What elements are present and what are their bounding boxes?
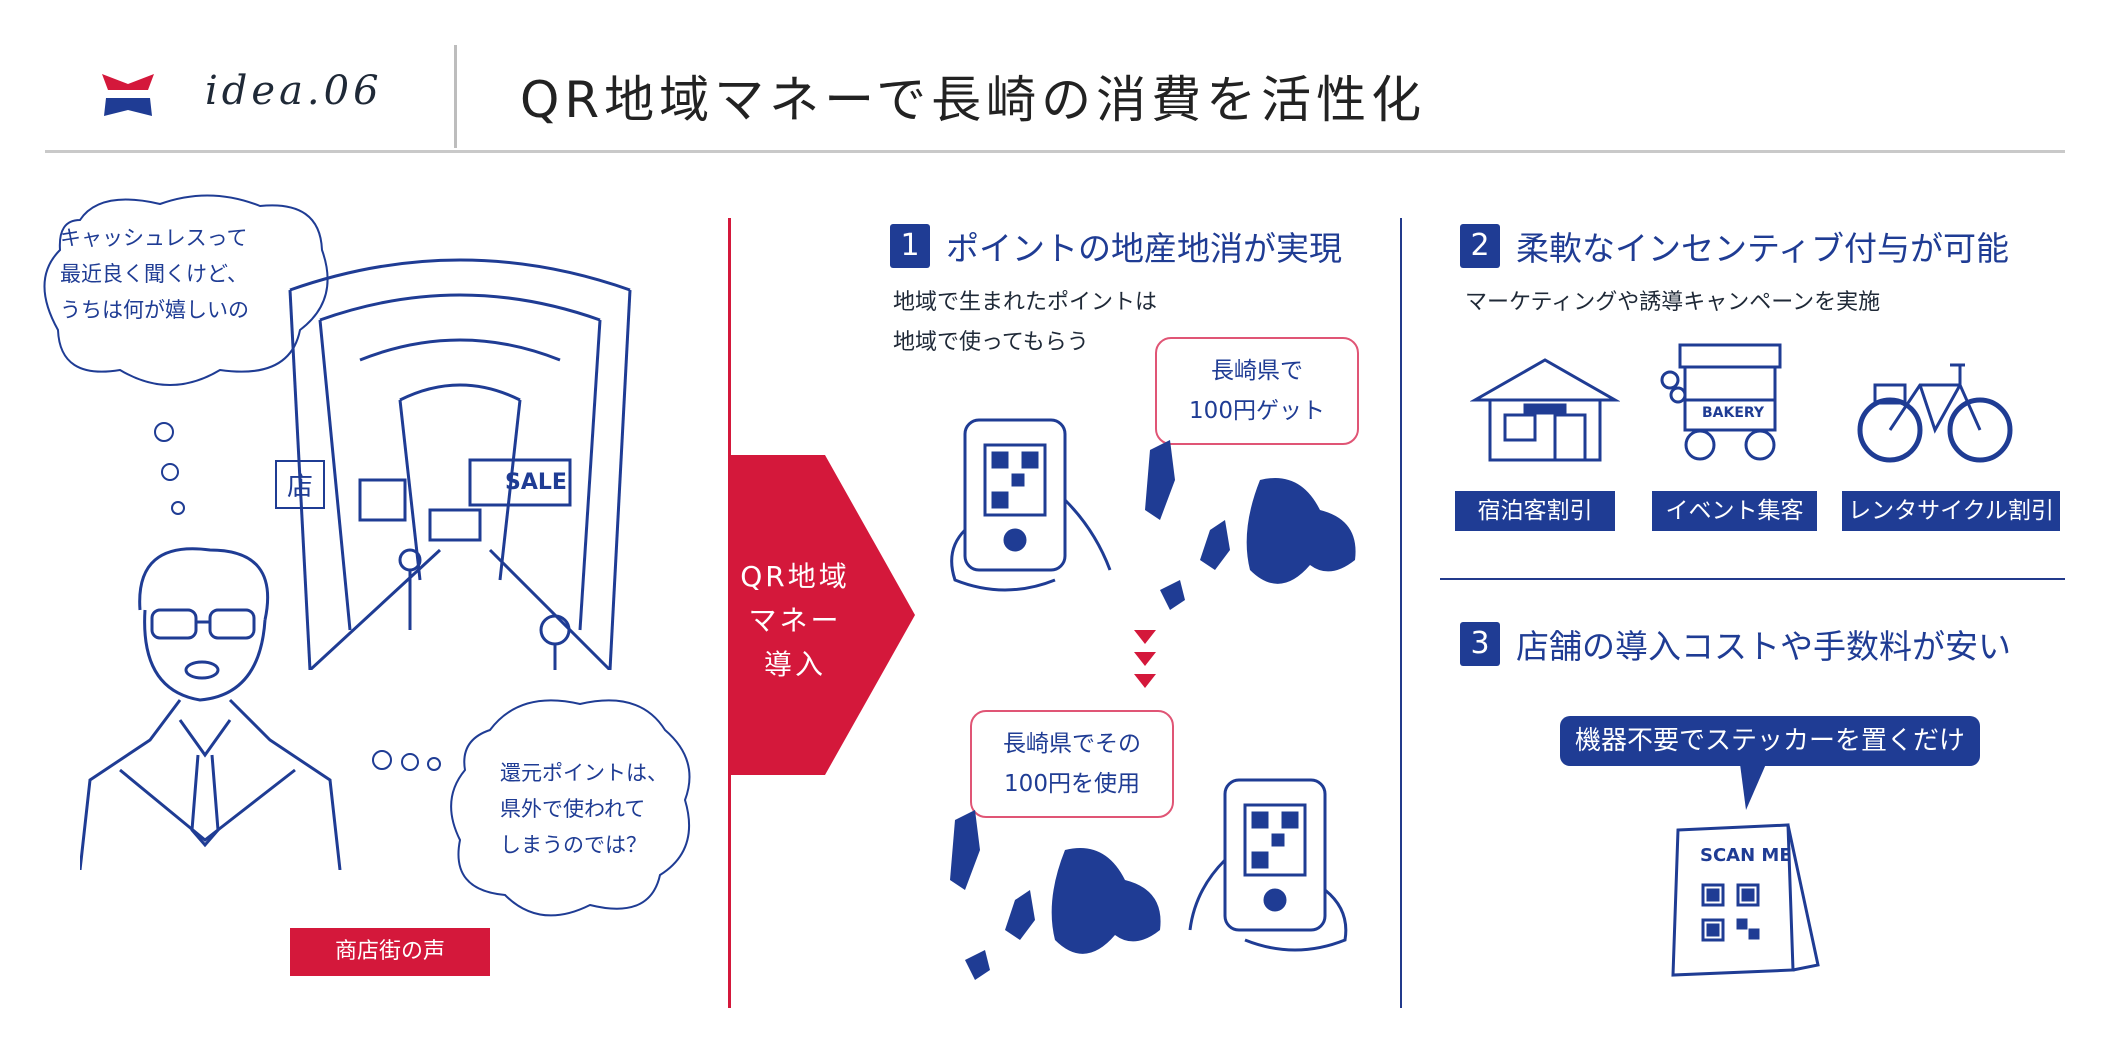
point3-title: 店舗の導入コストや手数料が安い bbox=[1516, 627, 2011, 666]
down-arrows-icon bbox=[1130, 628, 1160, 692]
label-event-attract: イベント集客 bbox=[1652, 491, 1817, 531]
callout-get: 長崎県で 100円ゲット bbox=[1155, 337, 1359, 445]
phone-hand-icon-bottom bbox=[1185, 770, 1355, 960]
bubble-bottom-line-2: 県外で使われて bbox=[500, 797, 646, 821]
bakery-cart-icon bbox=[1660, 340, 1790, 470]
blue-divider bbox=[1400, 218, 1402, 1008]
scan-me-label: SCAN ME bbox=[1700, 845, 1792, 866]
bubble-top-line-3: うちは何が嬉しいの bbox=[60, 298, 249, 322]
bubble-bottom-line-1: 還元ポイントは、 bbox=[500, 761, 668, 785]
shop-sign: 店 bbox=[275, 460, 326, 509]
header-rule bbox=[45, 150, 2065, 153]
inn-icon bbox=[1469, 355, 1621, 465]
point1-number: 1 bbox=[890, 224, 930, 268]
qr-sticker-icon bbox=[1668, 820, 1828, 980]
sticker-callout: 機器不要でステッカーを置くだけ bbox=[1560, 716, 1980, 766]
thought-dots-bottom bbox=[370, 740, 450, 780]
arrow-line-3: 導入 bbox=[763, 648, 826, 681]
right-separator bbox=[1440, 578, 2065, 580]
shopping-arcade-illustration bbox=[280, 250, 640, 672]
point1-desc-1: 地域で生まれたポイントは bbox=[893, 290, 1158, 315]
idea-label: idea.06 bbox=[205, 68, 383, 114]
logo-icon bbox=[100, 70, 156, 120]
label-cycle-discount: レンタサイクル割引 bbox=[1842, 491, 2060, 531]
bubble-bottom-line-3: しまうのでは？ bbox=[500, 833, 647, 857]
nagasaki-map-icon-bottom bbox=[935, 810, 1185, 990]
callout-get-line-1: 長崎県で bbox=[1211, 358, 1303, 384]
callout-use-line-2: 100円を使用 bbox=[1004, 771, 1140, 797]
point1-desc-2: 地域で使ってもらう bbox=[893, 330, 1089, 355]
bubble-top-line-2: 最近良く聞くけど、 bbox=[60, 262, 248, 286]
callout-pointer-icon bbox=[1738, 764, 1768, 814]
merchant-voice-caption: 商店街の声 bbox=[290, 928, 490, 976]
callout-use-line-1: 長崎県でその bbox=[1003, 731, 1141, 757]
thought-bubble-top bbox=[40, 190, 340, 410]
bakery-sign: BAKERY bbox=[1702, 405, 1765, 421]
intro-arrow bbox=[730, 455, 915, 775]
point3-number: 3 bbox=[1460, 622, 1500, 666]
arrow-line-2: マネー bbox=[748, 604, 842, 637]
point2-desc: マーケティングや誘導キャンペーンを実施 bbox=[1465, 290, 1881, 315]
bubble-top-line-1: キャッシュレスって bbox=[60, 226, 248, 250]
callout-use: 長崎県でその 100円を使用 bbox=[970, 710, 1174, 818]
page-title: QR地域マネーで長崎の消費を活性化 bbox=[520, 71, 1427, 129]
label-guest-discount: 宿泊客割引 bbox=[1455, 491, 1615, 531]
point2-title: 柔軟なインセンティブ付与が可能 bbox=[1516, 229, 2010, 268]
thought-bubble-bottom bbox=[450, 690, 700, 930]
header-divider bbox=[454, 45, 457, 148]
point2-number: 2 bbox=[1460, 224, 1500, 268]
nagasaki-map-icon-top bbox=[1130, 440, 1380, 620]
callout-get-line-2: 100円ゲット bbox=[1189, 398, 1325, 424]
red-divider bbox=[728, 218, 731, 1008]
phone-hand-icon-top bbox=[945, 410, 1115, 600]
point1-title: ポイントの地産地消が実現 bbox=[946, 229, 1342, 268]
arrow-line-1: QR地域 bbox=[740, 560, 850, 593]
thought-dots-top bbox=[150, 420, 190, 520]
bicycle-icon bbox=[1855, 355, 2015, 465]
sale-sign: SALE bbox=[505, 470, 567, 495]
shopkeeper-illustration bbox=[78, 540, 400, 871]
